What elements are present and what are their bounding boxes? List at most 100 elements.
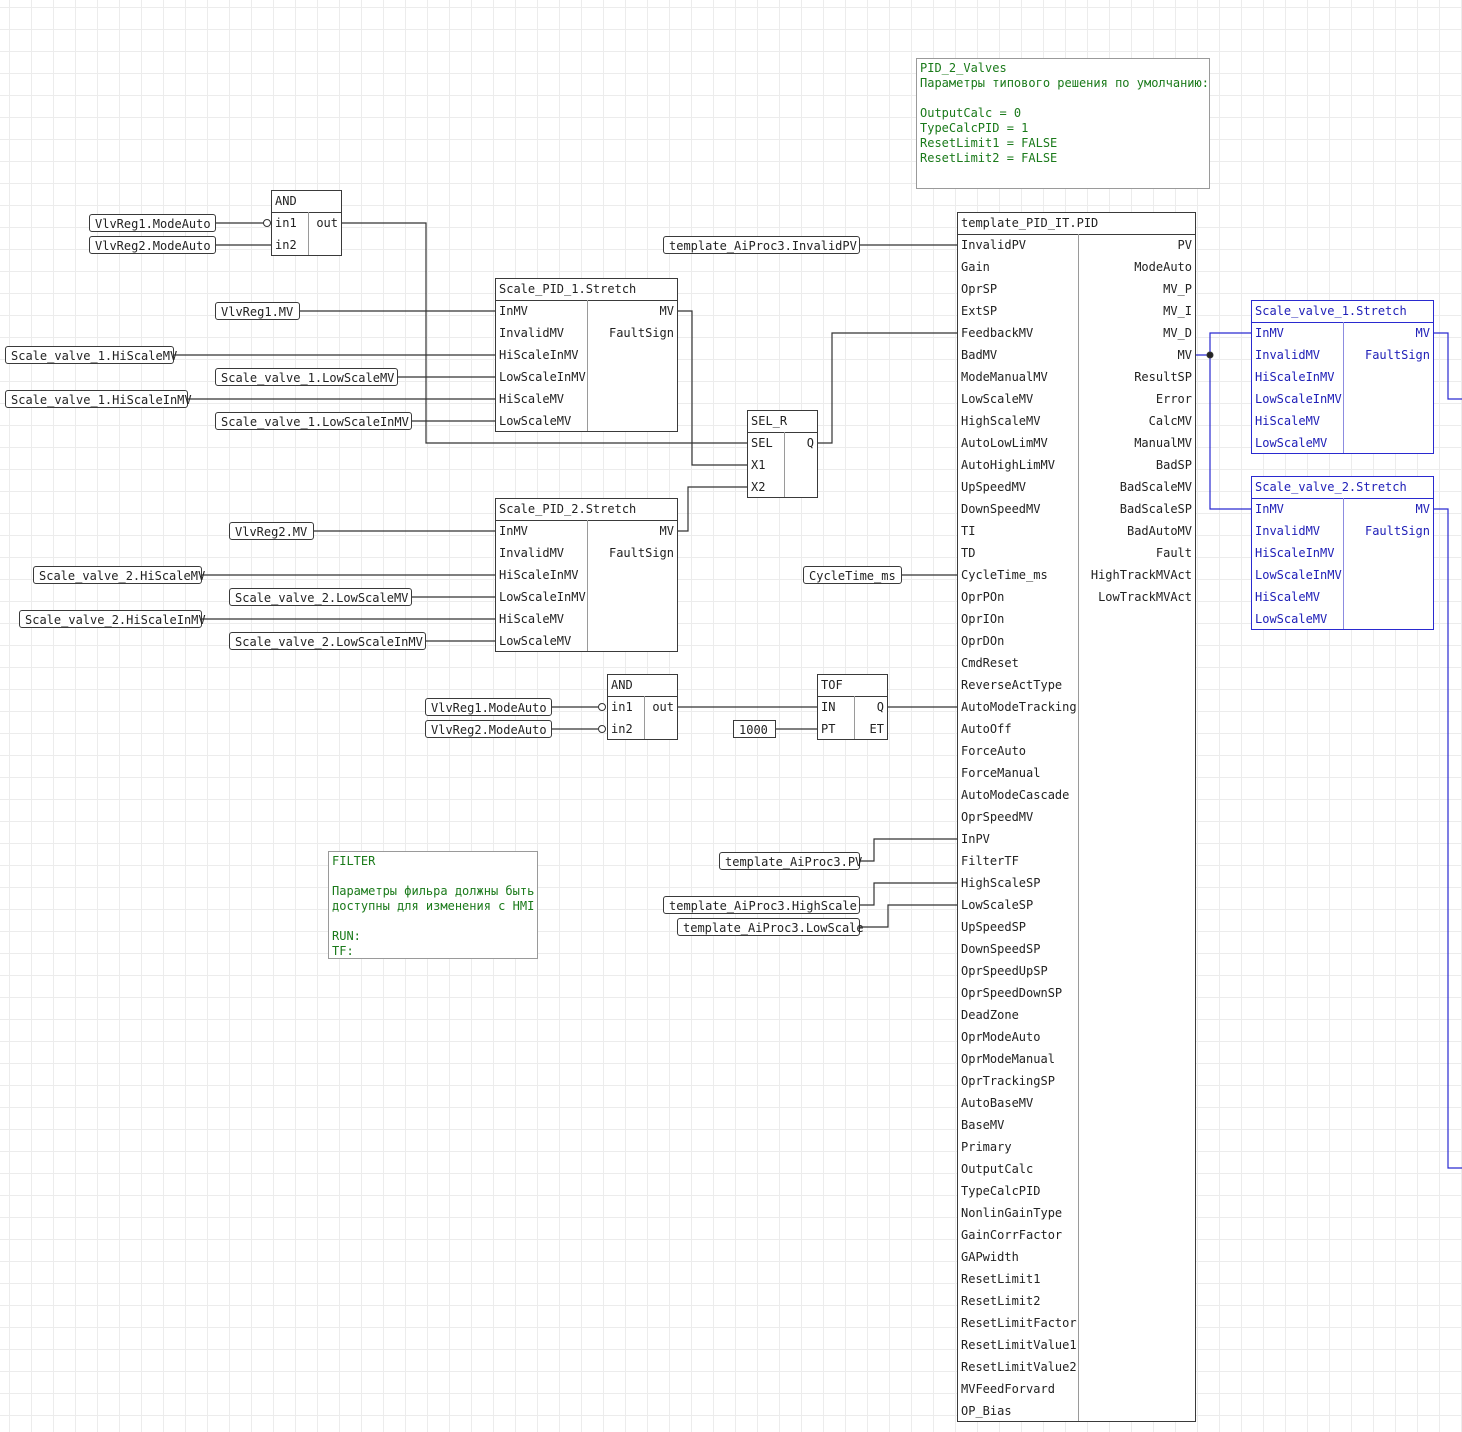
output-pin-manualmv[interactable]: ManualMV [1134,436,1192,450]
input-pin-oprdon[interactable]: OprDOn [961,634,1005,648]
input-pin-lowscaleinmv[interactable]: LowScaleInMV [499,370,586,384]
variable-tag[interactable]: template_AiProc3.HighScale [663,896,860,914]
variable-tag[interactable]: Scale_valve_2.HiScaleMV [33,566,205,584]
input-pin-autooff[interactable]: AutoOff [961,722,1012,736]
variable-tag[interactable]: Scale_valve_1.LowScaleInMV [215,412,412,430]
variable-tag[interactable]: template_AiProc3.PV [719,852,862,870]
input-pin-in1[interactable]: in1 [275,216,297,230]
output-pin-faultsign[interactable]: FaultSign [608,546,674,560]
input-pin-inmv[interactable]: InMV [1255,502,1284,516]
output-pin-calcmv[interactable]: CalcMV [1148,414,1192,428]
input-pin-downspeedsp[interactable]: DownSpeedSP [961,942,1041,956]
output-pin-mv_p[interactable]: MV_P [1163,282,1192,296]
input-pin-hiscalemv[interactable]: HiScaleMV [499,392,565,406]
input-pin-inpv[interactable]: InPV [961,832,990,846]
variable-tag[interactable]: CycleTime_ms [803,566,902,584]
input-pin-lowscaleinmv[interactable]: LowScaleInMV [1255,568,1342,582]
output-pin-resultsp[interactable]: ResultSP [1134,370,1192,384]
variable-tag[interactable]: template_AiProc3.LowScale [677,918,864,936]
input-pin-invalidmv[interactable]: InvalidMV [1255,348,1321,362]
input-pin-hiscaleinmv[interactable]: HiScaleInMV [499,568,579,582]
input-pin-reverseacttype[interactable]: ReverseActType [961,678,1063,692]
input-pin-resetlimitfactor[interactable]: ResetLimitFactor [961,1316,1077,1330]
input-pin-td[interactable]: TD [961,546,976,560]
input-pin-oprsp[interactable]: OprSP [961,282,998,296]
variable-tag[interactable]: Scale_valve_1.LowScaleMV [215,368,398,386]
output-pin-mv[interactable]: MV [1415,326,1430,340]
output-pin-out[interactable]: out [316,216,338,230]
constant-value[interactable]: 1000 [733,720,776,738]
output-pin-hightrackmvact[interactable]: HighTrackMVAct [1090,568,1192,582]
input-pin-lowscalemv[interactable]: LowScaleMV [499,414,572,428]
input-pin-hiscalemv[interactable]: HiScaleMV [1255,590,1321,604]
input-pin-cycletime_ms[interactable]: CycleTime_ms [961,568,1048,582]
input-pin-hiscaleinmv[interactable]: HiScaleInMV [499,348,579,362]
input-pin-op_bias[interactable]: OP_Bias [961,1404,1012,1418]
variable-tag[interactable]: VlvReg1.ModeAuto [425,698,552,716]
variable-tag[interactable]: Scale_valve_2.HiScaleInMV [19,610,206,628]
pid-defaults-comment[interactable]: PID_2_Valves Параметры типового решения … [916,58,1210,189]
input-pin-automodecascade[interactable]: AutoModeCascade [961,788,1070,802]
input-pin-resetlimit1[interactable]: ResetLimit1 [961,1272,1041,1286]
output-pin-fault[interactable]: Fault [1155,546,1192,560]
input-pin-gain[interactable]: Gain [961,260,990,274]
input-pin-sel[interactable]: SEL [751,436,773,450]
input-pin-in1[interactable]: in1 [611,700,633,714]
variable-tag[interactable]: Scale_valve_1.HiScaleInMV [5,390,192,408]
variable-tag[interactable]: VlvReg1.MV [215,302,300,320]
output-pin-faultsign[interactable]: FaultSign [1364,524,1430,538]
output-pin-badsp[interactable]: BadSP [1155,458,1192,472]
output-pin-mv[interactable]: MV [659,524,674,538]
output-pin-out[interactable]: out [652,700,674,714]
input-pin-resetlimitvalue2[interactable]: ResetLimitValue2 [961,1360,1077,1374]
output-pin-mv[interactable]: MV [1177,348,1192,362]
input-pin-gapwidth[interactable]: GAPwidth [961,1250,1019,1264]
filter-comment[interactable]: FILTER Параметры фильра должны быть дост… [328,851,538,959]
input-pin-hiscalemv[interactable]: HiScaleMV [1255,414,1321,428]
variable-tag[interactable]: VlvReg2.ModeAuto [425,720,552,738]
input-pin-x1[interactable]: X1 [751,458,766,472]
input-pin-highscalesp[interactable]: HighScaleSP [961,876,1041,890]
input-pin-lowscalemv[interactable]: LowScaleMV [961,392,1034,406]
input-pin-invalidmv[interactable]: InvalidMV [499,326,565,340]
output-pin-faultsign[interactable]: FaultSign [608,326,674,340]
input-pin-deadzone[interactable]: DeadZone [961,1008,1019,1022]
input-pin-primary[interactable]: Primary [961,1140,1012,1154]
output-pin-error[interactable]: Error [1155,392,1192,406]
input-pin-lowscaleinmv[interactable]: LowScaleInMV [499,590,586,604]
input-pin-oprspeeddownsp[interactable]: OprSpeedDownSP [961,986,1063,1000]
input-pin-filtertf[interactable]: FilterTF [961,854,1019,868]
input-pin-forceauto[interactable]: ForceAuto [961,744,1027,758]
input-pin-lowscalemv[interactable]: LowScaleMV [1255,436,1328,450]
output-pin-faultsign[interactable]: FaultSign [1364,348,1430,362]
output-pin-badscalemv[interactable]: BadScaleMV [1119,480,1192,494]
output-pin-lowtrackmvact[interactable]: LowTrackMVAct [1098,590,1192,604]
input-pin-in2[interactable]: in2 [611,722,633,736]
input-pin-oprspeedmv[interactable]: OprSpeedMV [961,810,1034,824]
input-pin-upspeedsp[interactable]: UpSpeedSP [961,920,1027,934]
input-pin-hiscaleinmv[interactable]: HiScaleInMV [1255,546,1335,560]
output-pin-badautomv[interactable]: BadAutoMV [1126,524,1192,538]
input-pin-nonlingaintype[interactable]: NonlinGainType [961,1206,1063,1220]
input-pin-extsp[interactable]: ExtSP [961,304,998,318]
output-pin-pv[interactable]: PV [1177,238,1192,252]
input-pin-invalidpv[interactable]: InvalidPV [961,238,1027,252]
input-pin-mvfeedforvard[interactable]: MVFeedForvard [961,1382,1055,1396]
input-pin-ti[interactable]: TI [961,524,976,538]
variable-tag[interactable]: Scale_valve_2.LowScaleMV [229,588,412,606]
input-pin-forcemanual[interactable]: ForceManual [961,766,1041,780]
input-pin-lowscalesp[interactable]: LowScaleSP [961,898,1034,912]
output-pin-et[interactable]: ET [869,722,884,736]
input-pin-inmv[interactable]: InMV [1255,326,1284,340]
input-pin-typecalcpid[interactable]: TypeCalcPID [961,1184,1041,1198]
input-pin-highscalemv[interactable]: HighScaleMV [961,414,1041,428]
